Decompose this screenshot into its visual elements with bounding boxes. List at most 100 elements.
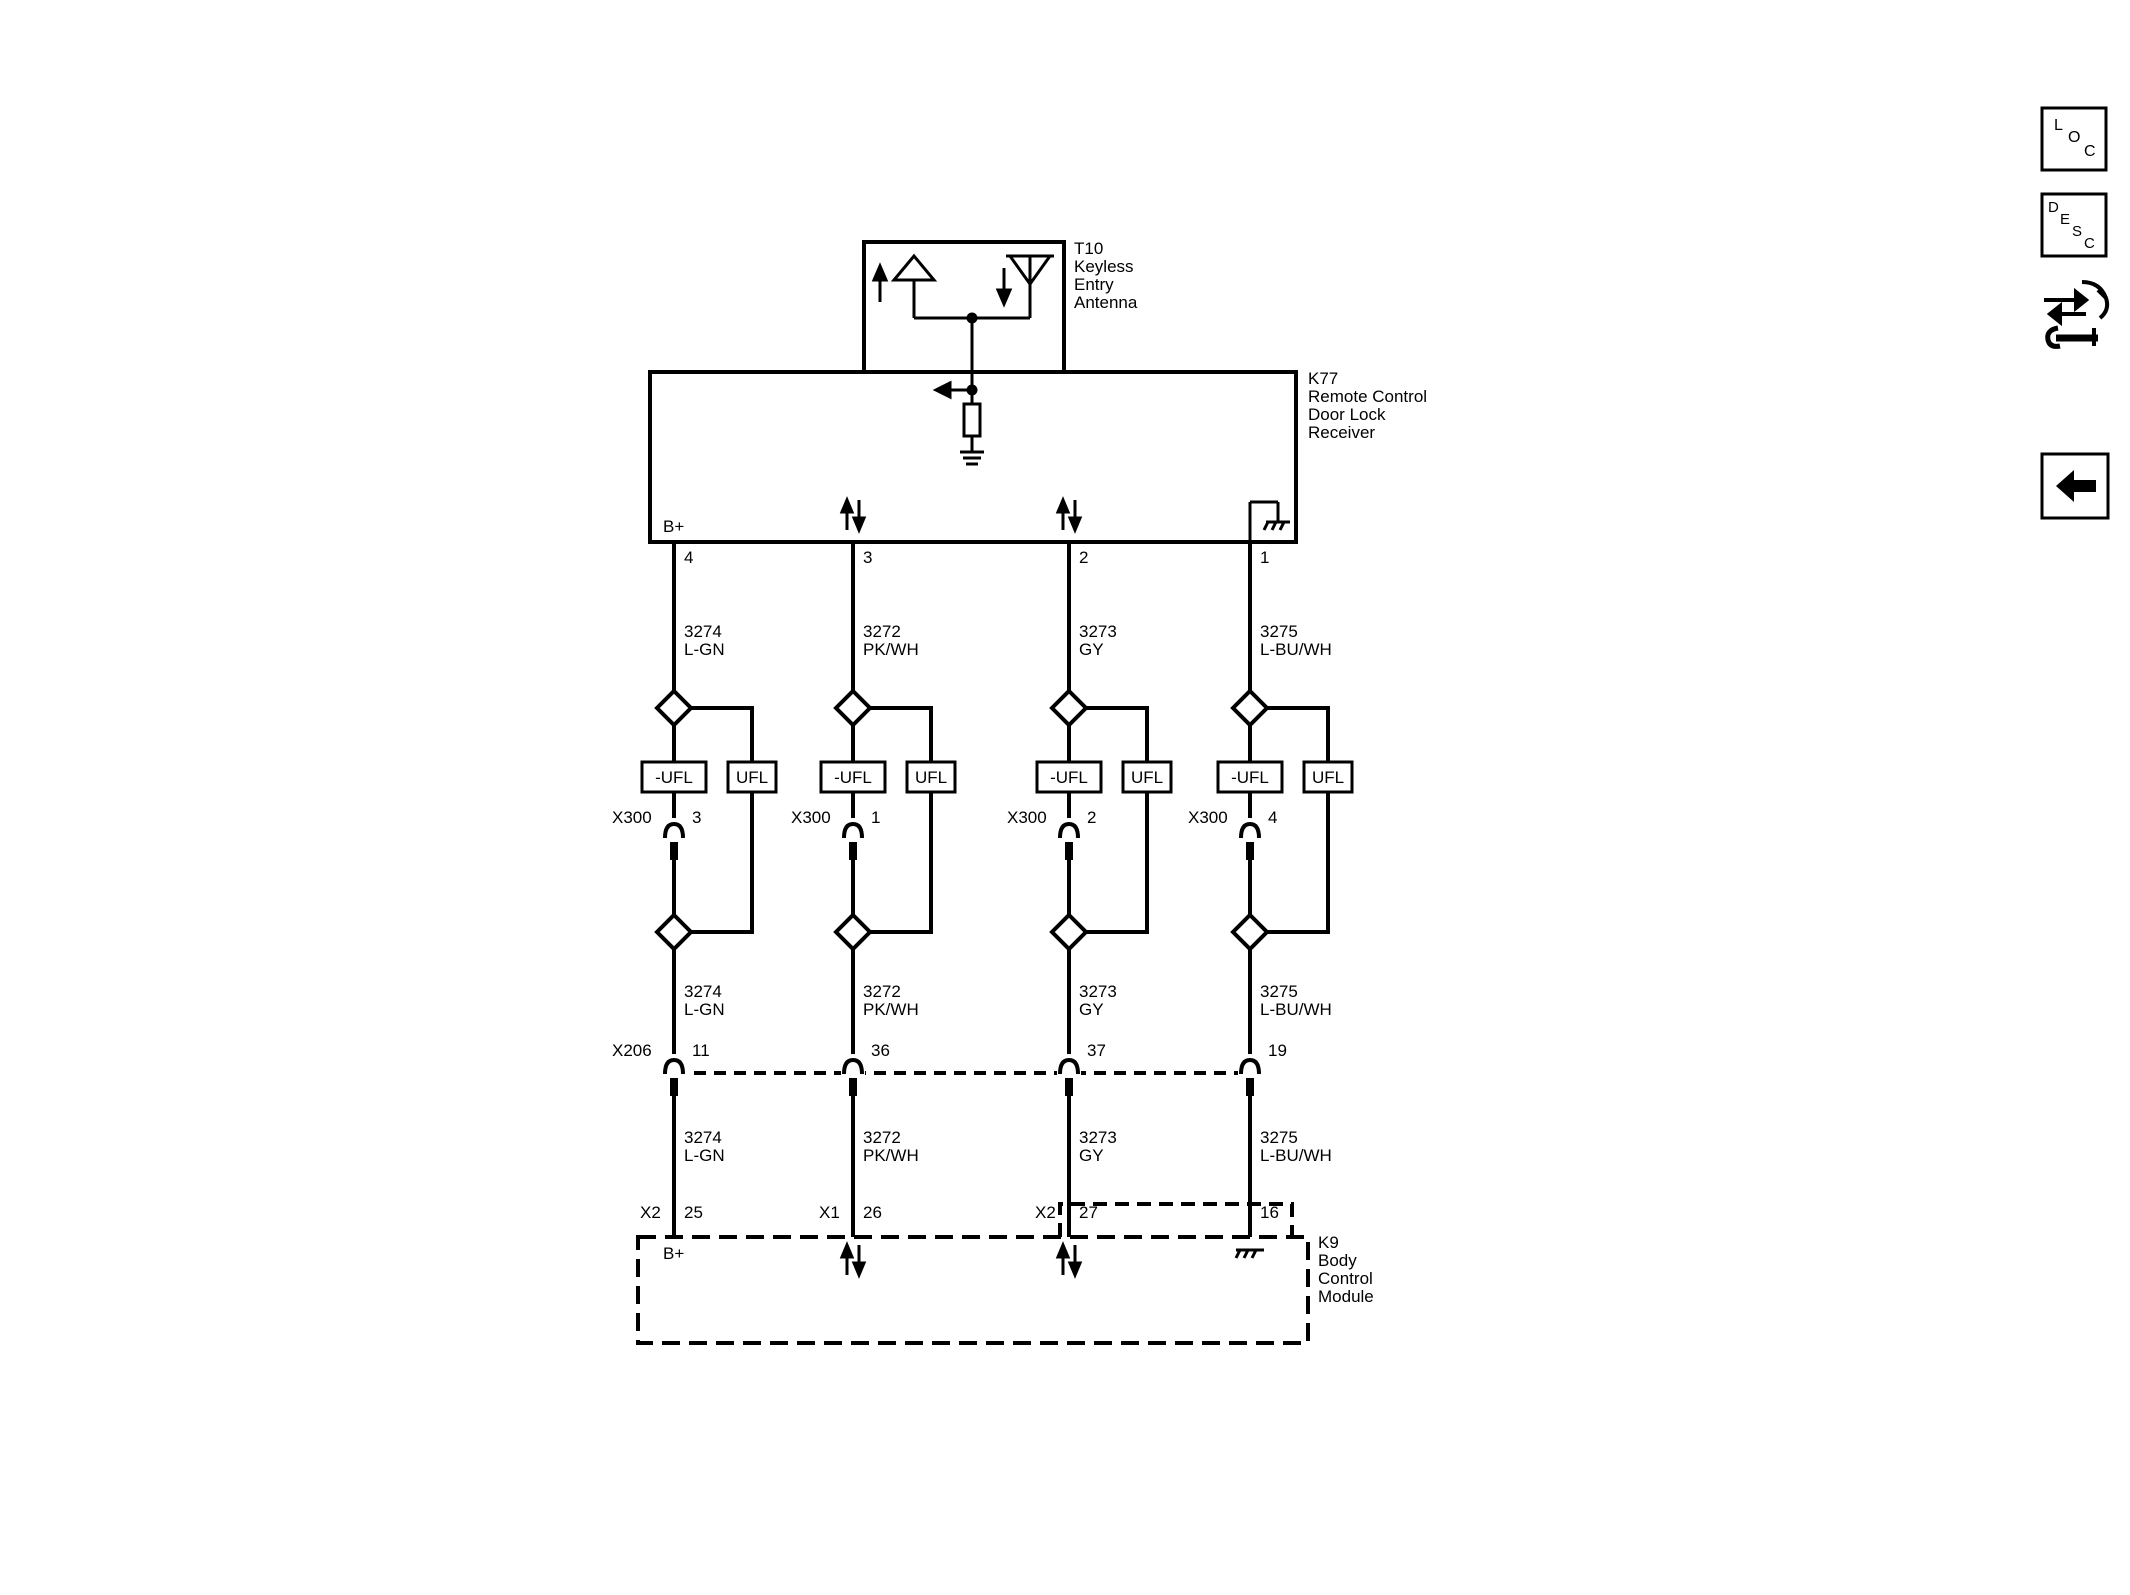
svg-text:O: O — [2068, 129, 2080, 146]
circuit-3275: -UFL UFL — [1216, 542, 1354, 1237]
x206-pin-label: 11 — [692, 1041, 710, 1060]
t10-label-4: Antenna — [1074, 293, 1138, 312]
circuit-number-label: 3274 — [684, 622, 722, 641]
connector-tools-button[interactable] — [2036, 276, 2116, 356]
circuit-number-label: 3272 — [863, 622, 901, 641]
ufl-option-box: UFL — [905, 760, 957, 794]
ufl-label: UFL — [1312, 768, 1344, 787]
svg-text:D: D — [2048, 199, 2059, 216]
ufl-label: UFL — [915, 768, 947, 787]
wire-color-label: L-GN — [684, 1146, 725, 1165]
wire-color-label: GY — [1079, 1146, 1104, 1165]
svg-text:C: C — [2084, 235, 2095, 252]
bcm-pin-label: 26 — [863, 1203, 882, 1222]
x300-connector-label: X300 — [1007, 808, 1047, 827]
loc-icon — [2040, 106, 2108, 172]
k77-label-3: Door Lock — [1308, 405, 1386, 424]
bcm-connector-label: X2 — [640, 1203, 661, 1222]
x300-pin-label: 4 — [1268, 808, 1277, 827]
t10-label-1: T10 — [1074, 239, 1103, 258]
wire-color-label: GY — [1079, 1000, 1104, 1019]
wire-color-label: PK/WH — [863, 1000, 919, 1019]
loc-button[interactable]: L O C — [2040, 106, 2110, 174]
k9-b-plus-label: B+ — [663, 1244, 684, 1263]
not-ufl-option-box: -UFL — [640, 760, 708, 794]
ufl-option-box: UFL — [1121, 760, 1173, 794]
k77-pin-label: 1 — [1260, 548, 1269, 567]
k77-pin-label: 3 — [863, 548, 872, 567]
bcm-pin-label: 27 — [1079, 1203, 1098, 1222]
x300-connector-label: X300 — [791, 808, 831, 827]
not-ufl-option-box: -UFL — [1035, 760, 1103, 794]
ufl-label: UFL — [1131, 768, 1163, 787]
bcm-pin-label: 25 — [684, 1203, 703, 1222]
x206-pin-label: 36 — [871, 1041, 890, 1060]
bcm-connector-label: X1 — [819, 1203, 840, 1222]
back-button[interactable] — [2040, 452, 2112, 522]
circuit-number-label: 3274 — [684, 1128, 722, 1147]
circuit-number-label: 3275 — [1260, 622, 1298, 641]
circuit-number-label: 3274 — [684, 982, 722, 1001]
desc-button[interactable]: D E S C — [2040, 192, 2110, 260]
wire-color-label: L-GN — [684, 1000, 725, 1019]
x300-connector-label: X300 — [612, 808, 652, 827]
k9-label-3: Control — [1318, 1269, 1373, 1288]
k77-internal-symbols — [839, 380, 1290, 542]
svg-text:C: C — [2084, 143, 2096, 160]
k77-pin-label: 2 — [1079, 548, 1088, 567]
bcm-pin-label: 16 — [1260, 1203, 1279, 1222]
x300-connector-label: X300 — [1188, 808, 1228, 827]
wire-color-label: PK/WH — [863, 640, 919, 659]
k9-label-2: Body — [1318, 1251, 1357, 1270]
back-arrow-icon — [2056, 470, 2096, 502]
k77-b-plus-label: B+ — [663, 517, 684, 536]
svg-text:S: S — [2072, 223, 2082, 240]
ufl-label: UFL — [736, 768, 768, 787]
ufl-option-box: UFL — [1302, 760, 1354, 794]
circuit-3274: -UFL UFL — [640, 542, 778, 1237]
circuit-number-label: 3273 — [1079, 622, 1117, 641]
t10-label-3: Entry — [1074, 275, 1114, 294]
x300-pin-label: 2 — [1087, 808, 1096, 827]
circuit-number-label: 3275 — [1260, 982, 1298, 1001]
circuit-number-label: 3275 — [1260, 1128, 1298, 1147]
circuit-number-label: 3273 — [1079, 1128, 1117, 1147]
wire-color-label: L-BU/WH — [1260, 1000, 1332, 1019]
not-ufl-label: -UFL — [834, 768, 872, 787]
circuit-3273: -UFL UFL — [1035, 542, 1173, 1237]
k9-internal-symbols — [839, 1241, 1264, 1279]
k77-label-1: K77 — [1308, 369, 1338, 388]
not-ufl-label: -UFL — [655, 768, 693, 787]
antenna-symbols — [871, 253, 1054, 404]
x206-pin-label: 19 — [1268, 1041, 1287, 1060]
not-ufl-option-box: -UFL — [819, 760, 887, 794]
k9-label-4: Module — [1318, 1287, 1374, 1306]
svg-text:E: E — [2060, 211, 2070, 228]
circuit-number-label: 3272 — [863, 1128, 901, 1147]
k77-label-4: Receiver — [1308, 423, 1375, 442]
not-ufl-option-box: -UFL — [1216, 760, 1284, 794]
connector-tools-icon — [2044, 280, 2110, 349]
t10-label-2: Keyless — [1074, 257, 1134, 276]
not-ufl-label: -UFL — [1231, 768, 1269, 787]
t10-antenna-box — [862, 240, 1066, 374]
k77-label-2: Remote Control — [1308, 387, 1427, 406]
x300-pin-label: 1 — [871, 808, 880, 827]
k9-label-1: K9 — [1318, 1233, 1339, 1252]
x300-pin-label: 3 — [692, 808, 701, 827]
x206-pin-label: 37 — [1087, 1041, 1106, 1060]
wire-color-label: L-BU/WH — [1260, 1146, 1332, 1165]
circuit-3272: -UFL UFL — [819, 542, 957, 1237]
wire-color-label: GY — [1079, 640, 1104, 659]
bcm-connector-label: X2 — [1035, 1203, 1056, 1222]
wire-color-label: PK/WH — [863, 1146, 919, 1165]
x206-connector-label: X206 — [612, 1041, 652, 1060]
wire-color-label: L-BU/WH — [1260, 640, 1332, 659]
k77-pin-label: 4 — [684, 548, 693, 567]
k9-bcm-box — [636, 1235, 1310, 1345]
ufl-option-box: UFL — [726, 760, 778, 794]
desc-icon — [2040, 192, 2108, 258]
not-ufl-label: -UFL — [1050, 768, 1088, 787]
circuit-number-label: 3273 — [1079, 982, 1117, 1001]
